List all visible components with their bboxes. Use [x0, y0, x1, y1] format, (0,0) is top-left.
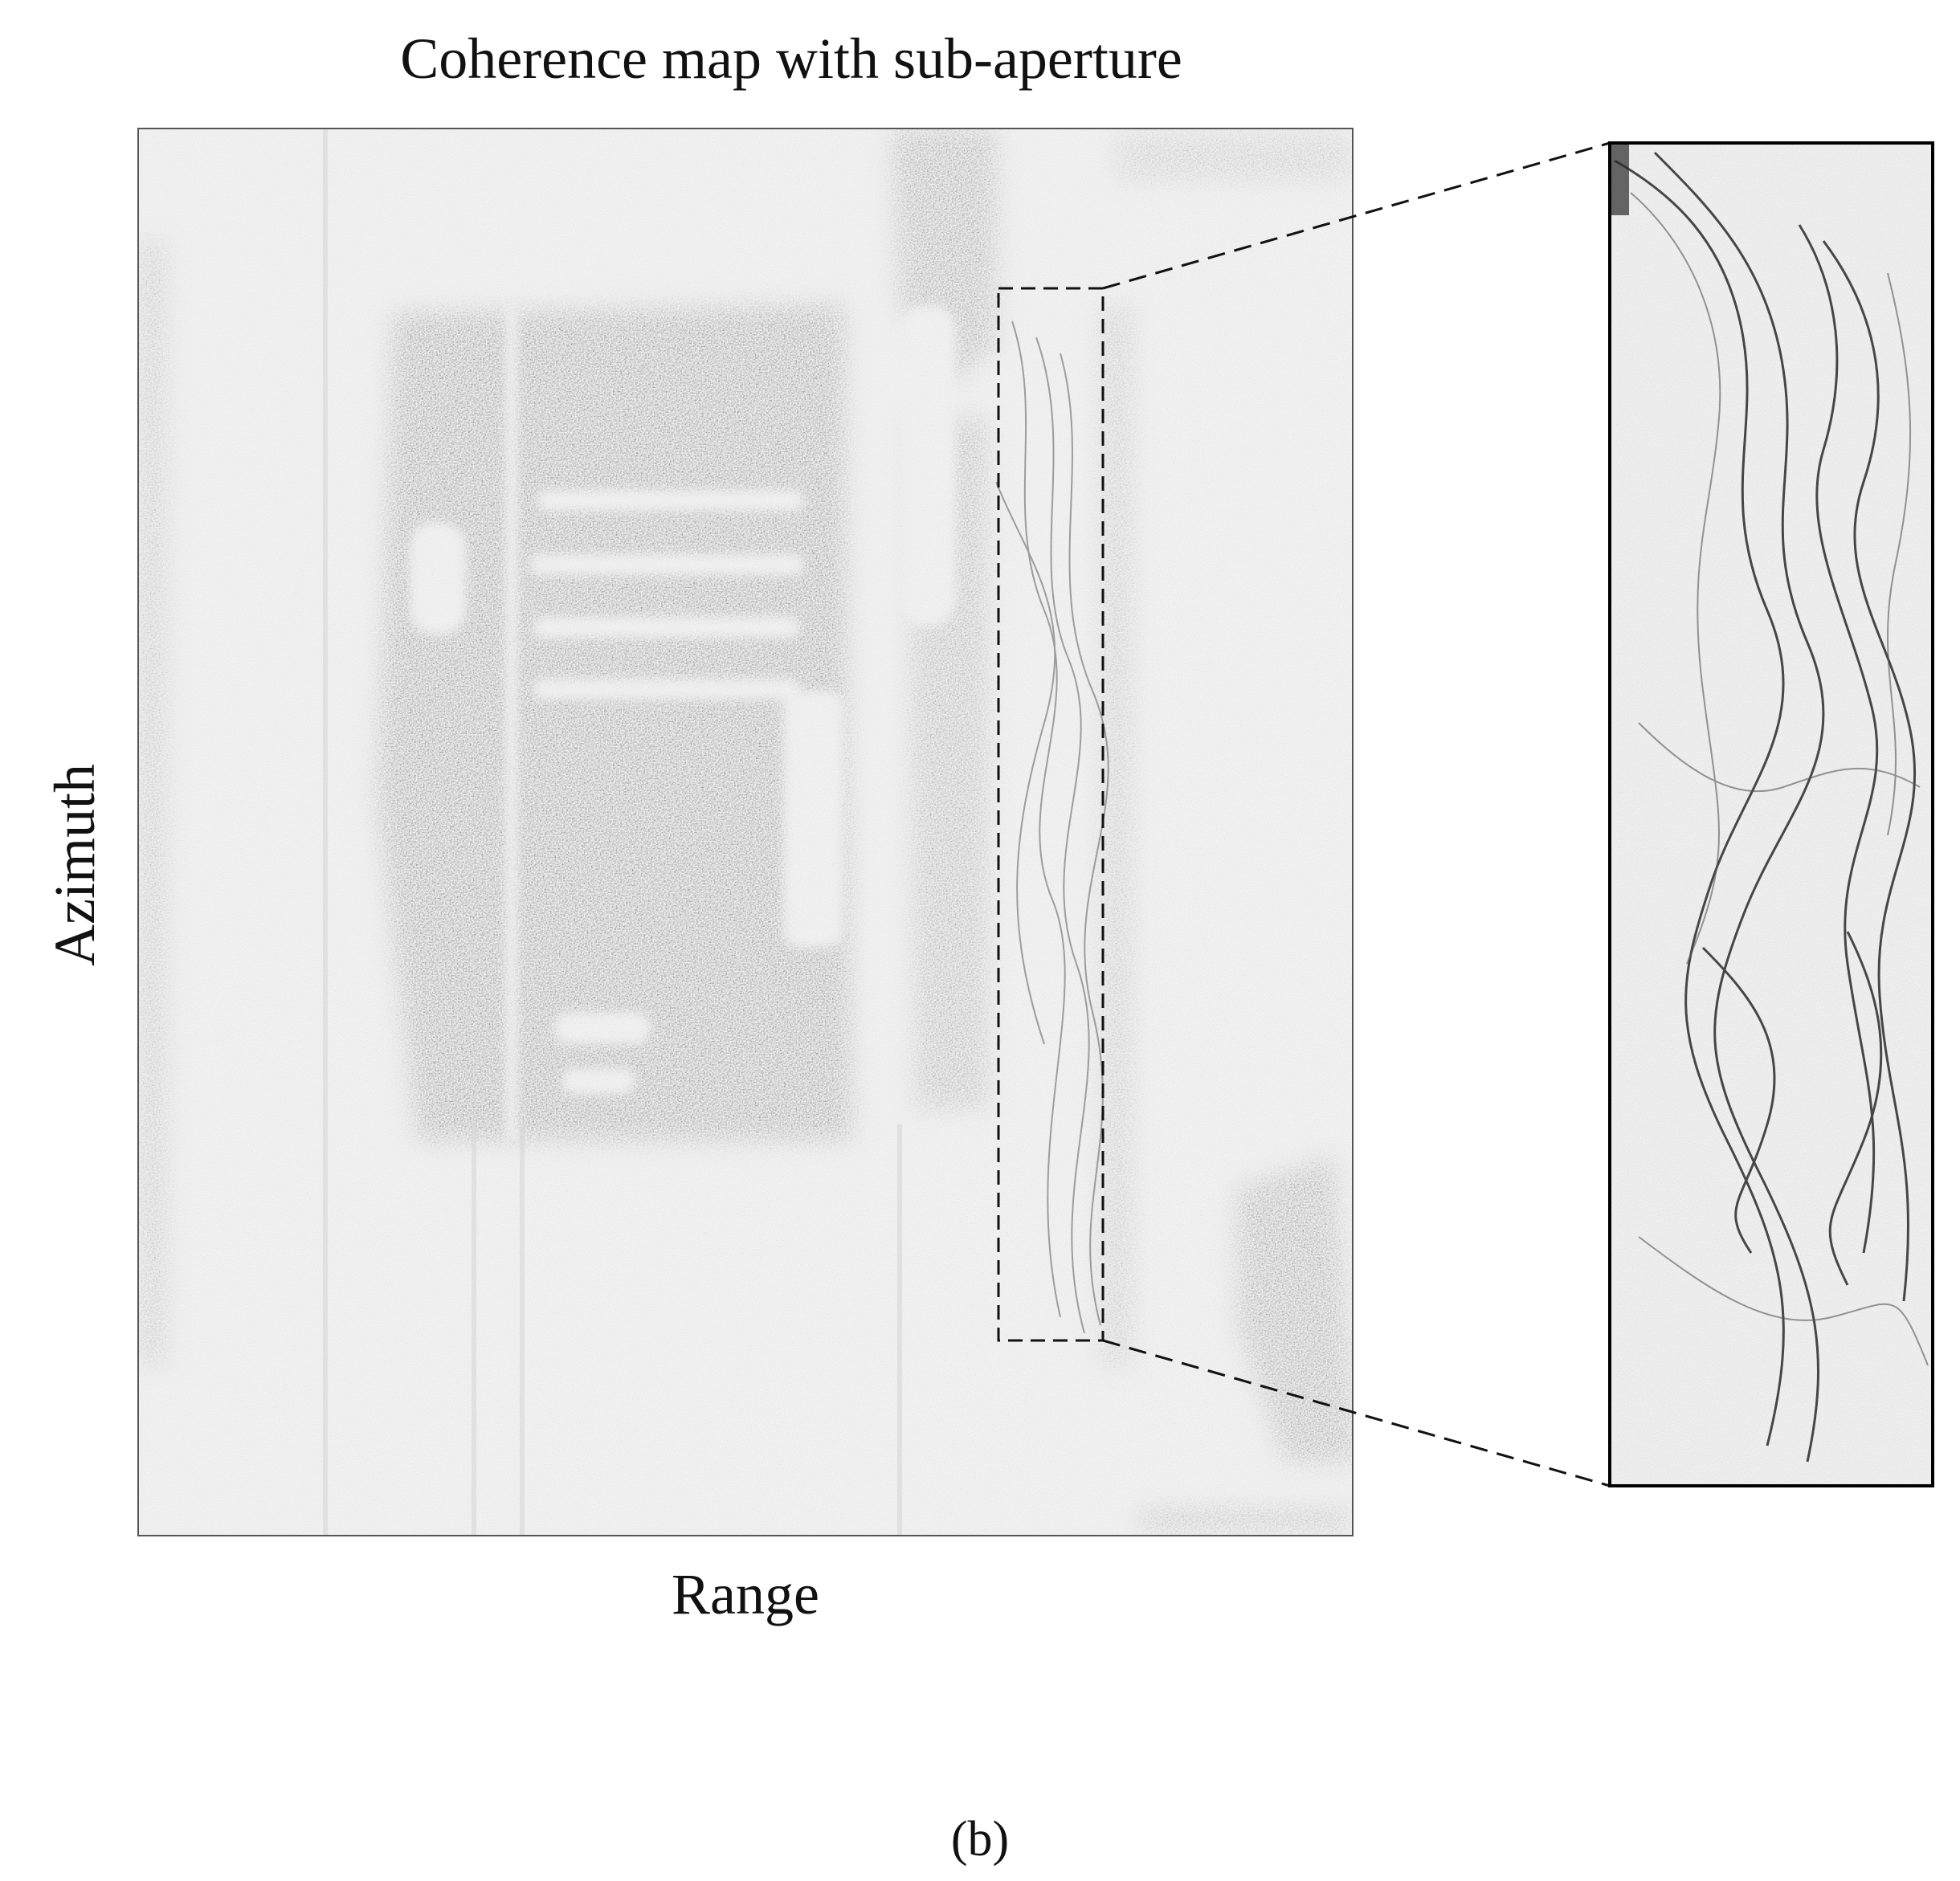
figure-title: Coherence map with sub-aperture — [400, 27, 1182, 91]
zoom-inset — [1610, 143, 1933, 1486]
figure-caption: (b) — [950, 1812, 1010, 1867]
zoom-connector-top — [1102, 141, 1611, 290]
zoom-inset-frame — [1608, 141, 1934, 1487]
zoom-connector-bottom — [1102, 1339, 1611, 1487]
coherence-map-frame — [137, 128, 1354, 1536]
coherence-map — [138, 129, 1353, 1536]
x-axis-label: Range — [672, 1562, 819, 1626]
zoom-selection-box — [997, 287, 1105, 1342]
